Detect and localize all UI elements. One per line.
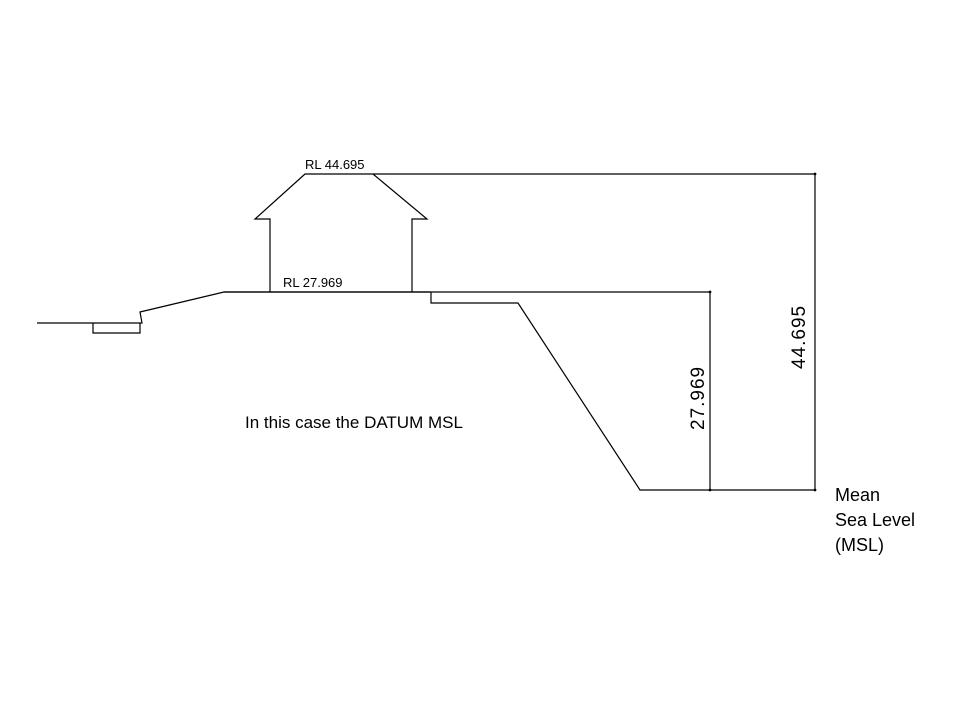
rl-top-label: RL 44.695 [305,157,365,172]
tick-ground-top [708,290,712,294]
ground-dimension-label: 27.969 [688,366,709,430]
tick-top-top [813,172,817,176]
tick-top-bottom [813,488,817,492]
building-outline [253,173,429,292]
msl-label-line2: Sea Level [835,510,915,530]
ground-profile-left [37,291,430,324]
msl-label-line3: (MSL) [835,535,884,555]
ground-notch [92,323,141,334]
caption-text: In this case the DATUM MSL [245,413,463,432]
msl-label-line1: Mean [835,485,880,505]
top-dimension-label: 44.695 [789,305,810,369]
tick-ground-bottom [708,488,712,492]
rl-ground-label: RL 27.969 [283,275,343,290]
slope-to-msl [430,292,815,491]
